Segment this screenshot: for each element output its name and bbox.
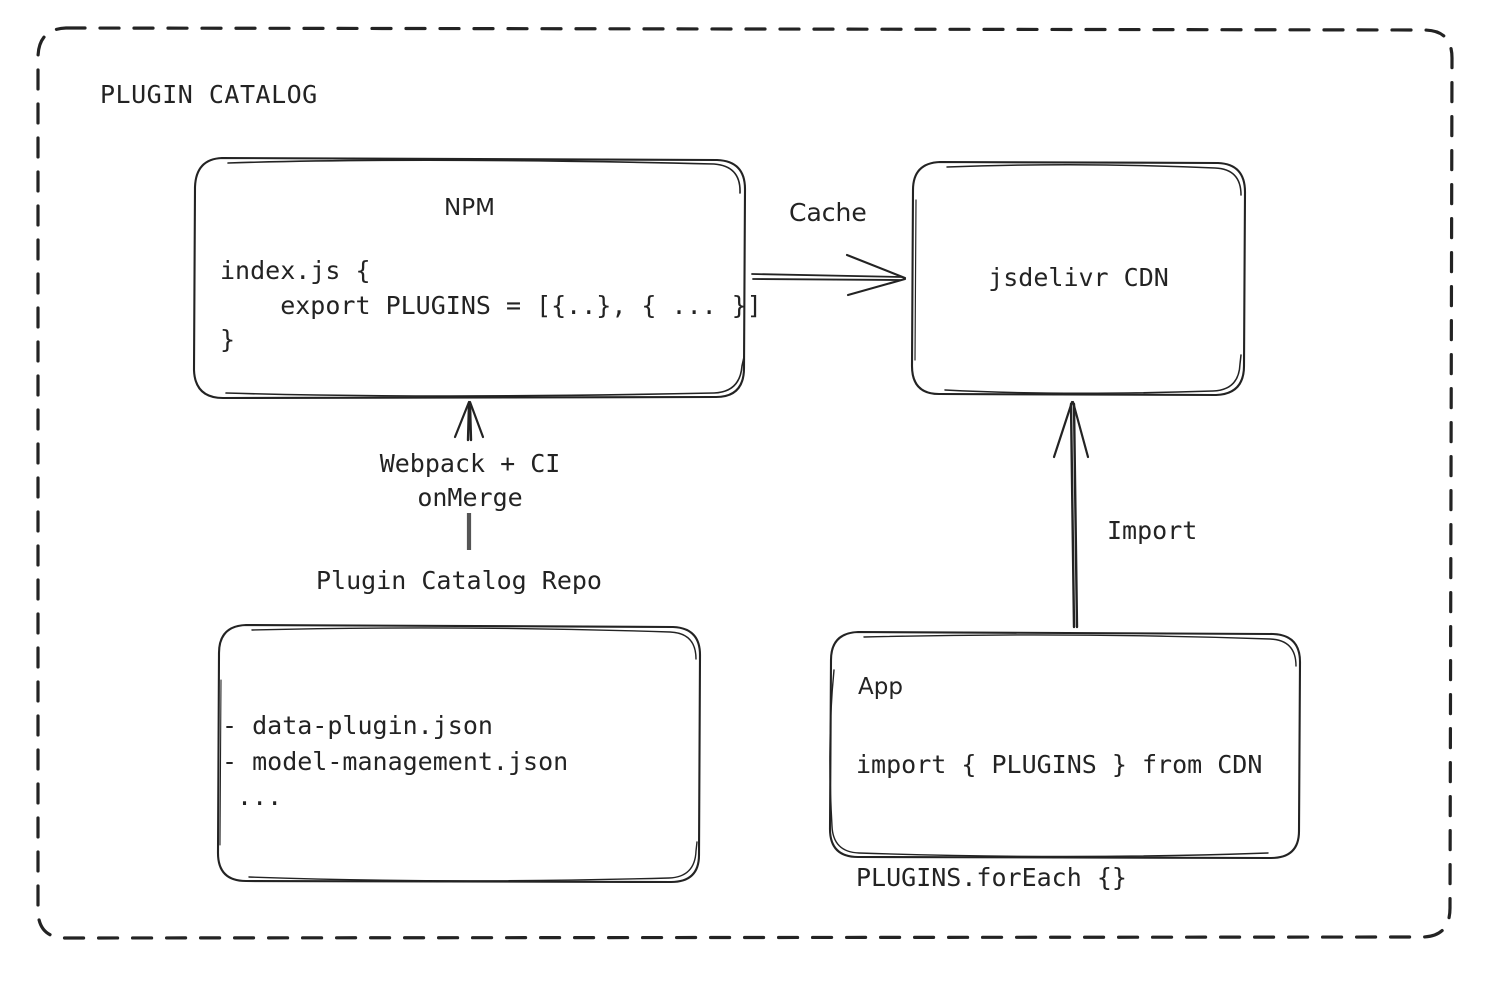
edge-npm-to-cdn-arrow [751,253,907,297]
repo-node-caption: Plugin Catalog Repo [316,566,602,595]
app-node-title: App [858,674,903,700]
npm-node-code: index.js { export PLUGINS = [{..}, { ...… [220,256,762,354]
edge-label-cache: Cache [789,198,867,227]
edge-label-import: Import [1107,516,1198,545]
edge-app-to-cdn-arrow [1052,400,1090,629]
edge-label-webpack-ci: Webpack + CI onMerge [379,449,561,512]
page-title: PLUGIN CATALOG [100,80,318,109]
cdn-node-title: jsdelivr CDN [988,263,1169,292]
npm-node-title: NPM [444,195,495,221]
app-node-code: import { PLUGINS } from CDN PLUGINS.forE… [856,750,1263,892]
repo-node-file-list: - data-plugin.json - model-management.js… [222,711,569,811]
